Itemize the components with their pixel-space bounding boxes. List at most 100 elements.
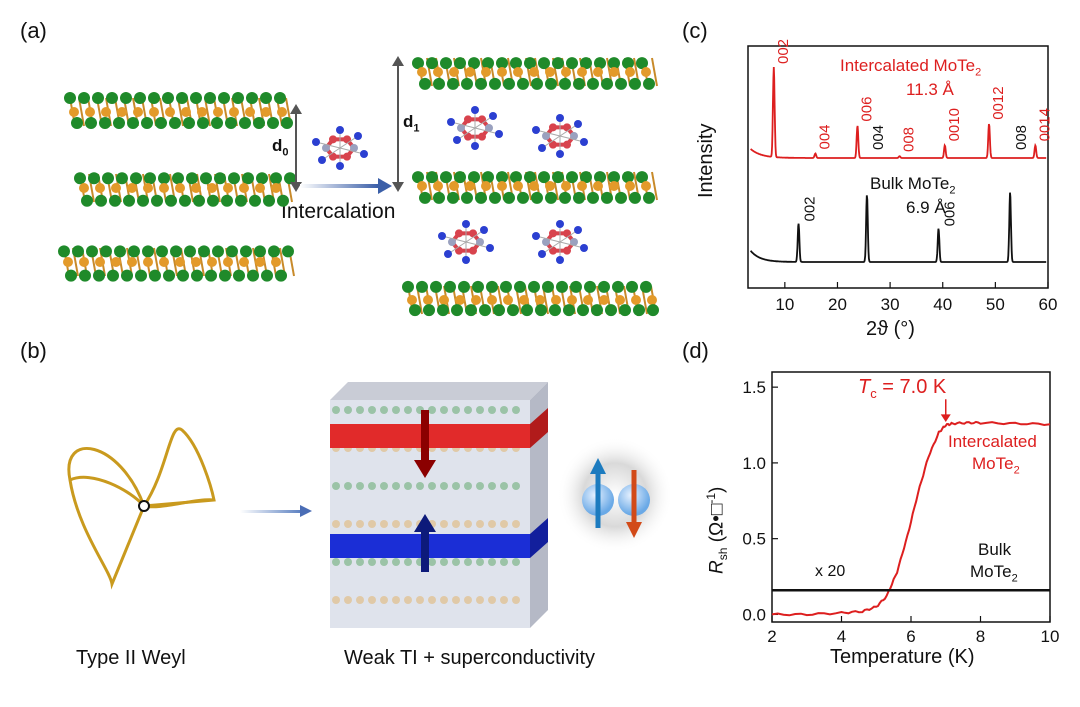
te-atom — [58, 245, 70, 258]
te-atom — [78, 92, 90, 104]
rsh-x-axis-label: Temperature (K) — [830, 646, 975, 668]
mo-atom — [165, 107, 175, 117]
te-atom — [584, 280, 596, 293]
te-atom — [190, 92, 202, 104]
te-atom — [426, 57, 438, 70]
block-atom — [428, 596, 436, 604]
te-atom — [559, 77, 571, 90]
te-atom — [615, 191, 627, 204]
te-atom — [433, 191, 445, 204]
te-atom — [204, 92, 216, 104]
xrd-series-intercalated — [750, 66, 1047, 159]
mo-atom — [625, 67, 635, 77]
xrd-peak-label: 004 — [870, 125, 887, 150]
block-atom — [476, 596, 484, 604]
te-atom — [458, 280, 470, 293]
ring-atom — [476, 238, 484, 246]
xrd-peak-label: 006 — [942, 201, 959, 226]
mo-atom — [439, 295, 449, 305]
ring-atom — [570, 132, 578, 140]
n-atom — [532, 232, 540, 240]
block-atom — [332, 520, 340, 528]
te-atom — [219, 269, 231, 282]
te-atom — [566, 171, 578, 184]
te-atom — [570, 280, 582, 293]
te-atom — [528, 280, 540, 293]
block-atom — [380, 482, 388, 490]
te-atom — [531, 191, 543, 204]
te-atom — [559, 191, 571, 204]
te-atom — [162, 92, 174, 104]
xrd-peak-label: 002 — [802, 196, 819, 221]
molecule-3 — [438, 220, 494, 264]
te-atom — [503, 191, 515, 204]
mo-atom — [191, 257, 201, 267]
te-atom — [74, 172, 86, 185]
te-atom — [211, 117, 223, 129]
block-atom — [344, 596, 352, 604]
block-atom — [452, 406, 460, 414]
te-atom — [284, 172, 296, 185]
mo-atom — [529, 181, 539, 191]
xrd-x-tick-label: 20 — [828, 295, 847, 314]
mo-atom — [545, 67, 555, 77]
te-atom — [542, 280, 554, 293]
xrd-intercalated-label: Intercalated MoTe2 — [840, 56, 982, 79]
mo-atom — [551, 295, 561, 305]
te-atom — [503, 77, 515, 90]
block-atom — [476, 482, 484, 490]
mo-atom — [583, 295, 593, 305]
mo-atom — [271, 183, 281, 193]
te-atom — [221, 194, 233, 207]
mo-atom — [69, 107, 79, 117]
mo-atom — [111, 183, 121, 193]
rsh-x-tick-label: 8 — [976, 627, 985, 646]
rsh-y-tick-label: 1.0 — [742, 454, 766, 473]
mo-atom — [191, 183, 201, 193]
te-atom — [141, 117, 153, 129]
mo-atom — [641, 67, 651, 77]
xrd-x-tick-label: 50 — [986, 295, 1005, 314]
block-atom — [356, 558, 364, 566]
mo-atom — [567, 295, 577, 305]
n-atom — [360, 150, 368, 158]
mo-atom — [229, 107, 239, 117]
mo-atom — [481, 67, 491, 77]
te-atom — [629, 77, 641, 90]
te-atom — [451, 304, 463, 317]
te-atom — [514, 280, 526, 293]
ring-atom — [563, 123, 571, 132]
block-atom — [380, 558, 388, 566]
te-atom — [275, 269, 287, 282]
d0-spacing-arrow — [290, 104, 302, 192]
te-atom — [468, 57, 480, 70]
n-atom — [471, 106, 479, 114]
block-atom — [368, 406, 376, 414]
block-atom — [476, 520, 484, 528]
mo-atom — [513, 181, 523, 191]
mo-atom — [513, 67, 523, 77]
mo-atom — [577, 181, 587, 191]
mo-atom — [255, 257, 265, 267]
rsh-x-tick-label: 6 — [906, 627, 915, 646]
te-atom — [440, 171, 452, 184]
te-atom — [86, 245, 98, 258]
panel-label-d: (d) — [682, 338, 709, 363]
mo-atom — [465, 181, 475, 191]
block-atom — [380, 406, 388, 414]
te-atom — [85, 117, 97, 129]
layer-left-3 — [58, 245, 295, 282]
te-atom — [496, 171, 508, 184]
mo-atom — [417, 67, 427, 77]
block-atom — [464, 406, 472, 414]
te-atom — [598, 280, 610, 293]
te-atom — [636, 57, 648, 70]
mo-atom — [503, 295, 513, 305]
block-atom — [452, 520, 460, 528]
block-atom — [512, 406, 520, 414]
mo-atom — [465, 67, 475, 77]
xrd-peak-label: 0010 — [946, 108, 963, 141]
n-atom — [538, 144, 546, 152]
